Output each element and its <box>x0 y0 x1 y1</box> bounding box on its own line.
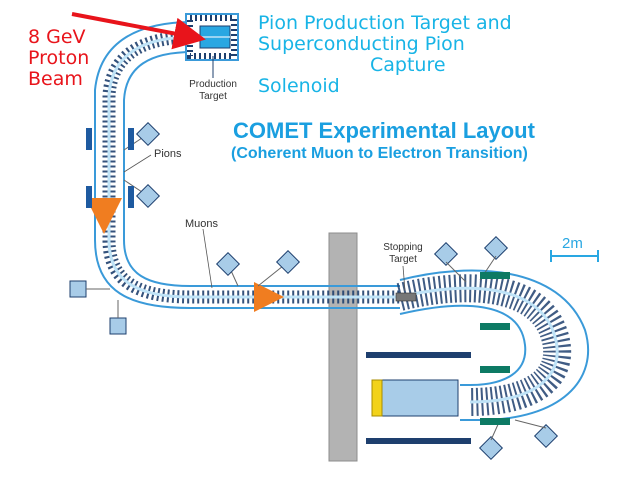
scale-bar <box>550 250 599 262</box>
diagram-subtitle: (Coherent Muon to Electron Transition) <box>231 145 528 162</box>
beam-label-line-3: Beam <box>28 68 83 90</box>
beam-axis <box>107 35 400 299</box>
yoke-blocks <box>86 128 134 208</box>
electron-spectrometer <box>396 269 590 421</box>
diagram-title: COMET Experimental Layout <box>233 118 535 143</box>
stopping-target <box>395 292 417 302</box>
shield-wall <box>328 232 358 462</box>
scale-label: 2m <box>562 235 583 252</box>
target-system-line-3: Capture <box>370 54 446 76</box>
spectrometer-inner-rail <box>399 304 527 386</box>
target-system-line-4: Solenoid <box>258 75 340 97</box>
target-system-line-1: Pion Production Target and <box>258 12 512 34</box>
pions-label: Pions <box>154 148 182 160</box>
spectrometer-axis <box>399 286 559 404</box>
stopping-target-line-1: Stopping <box>383 242 423 253</box>
beam-label-line-1: 8 GeV <box>28 26 86 48</box>
production-target-line-2: Target <box>199 91 227 102</box>
stopping-target-label: Stopping Target <box>378 243 428 265</box>
spectrometer-outer-rail <box>399 269 590 421</box>
stopping-target-line-2: Target <box>389 254 417 265</box>
channel-inner-rail <box>123 51 400 287</box>
target-system-line-2: Superconducting Pion <box>258 33 465 55</box>
muons-label: Muons <box>185 218 219 230</box>
production-solenoid <box>185 13 239 78</box>
detector-modules <box>480 272 510 425</box>
proton-beam-label: 8 GeV Proton Beam <box>28 28 89 89</box>
calorimeter <box>371 379 383 417</box>
proton-beam-arrow <box>71 12 206 50</box>
detector-solenoid <box>366 352 471 444</box>
production-target-line-1: Production <box>189 79 237 90</box>
production-target-label: Production Target <box>186 80 240 102</box>
target-system-label: Pion Production Target and Superconducti… <box>258 14 512 96</box>
beam-label-line-2: Proton <box>28 47 90 69</box>
